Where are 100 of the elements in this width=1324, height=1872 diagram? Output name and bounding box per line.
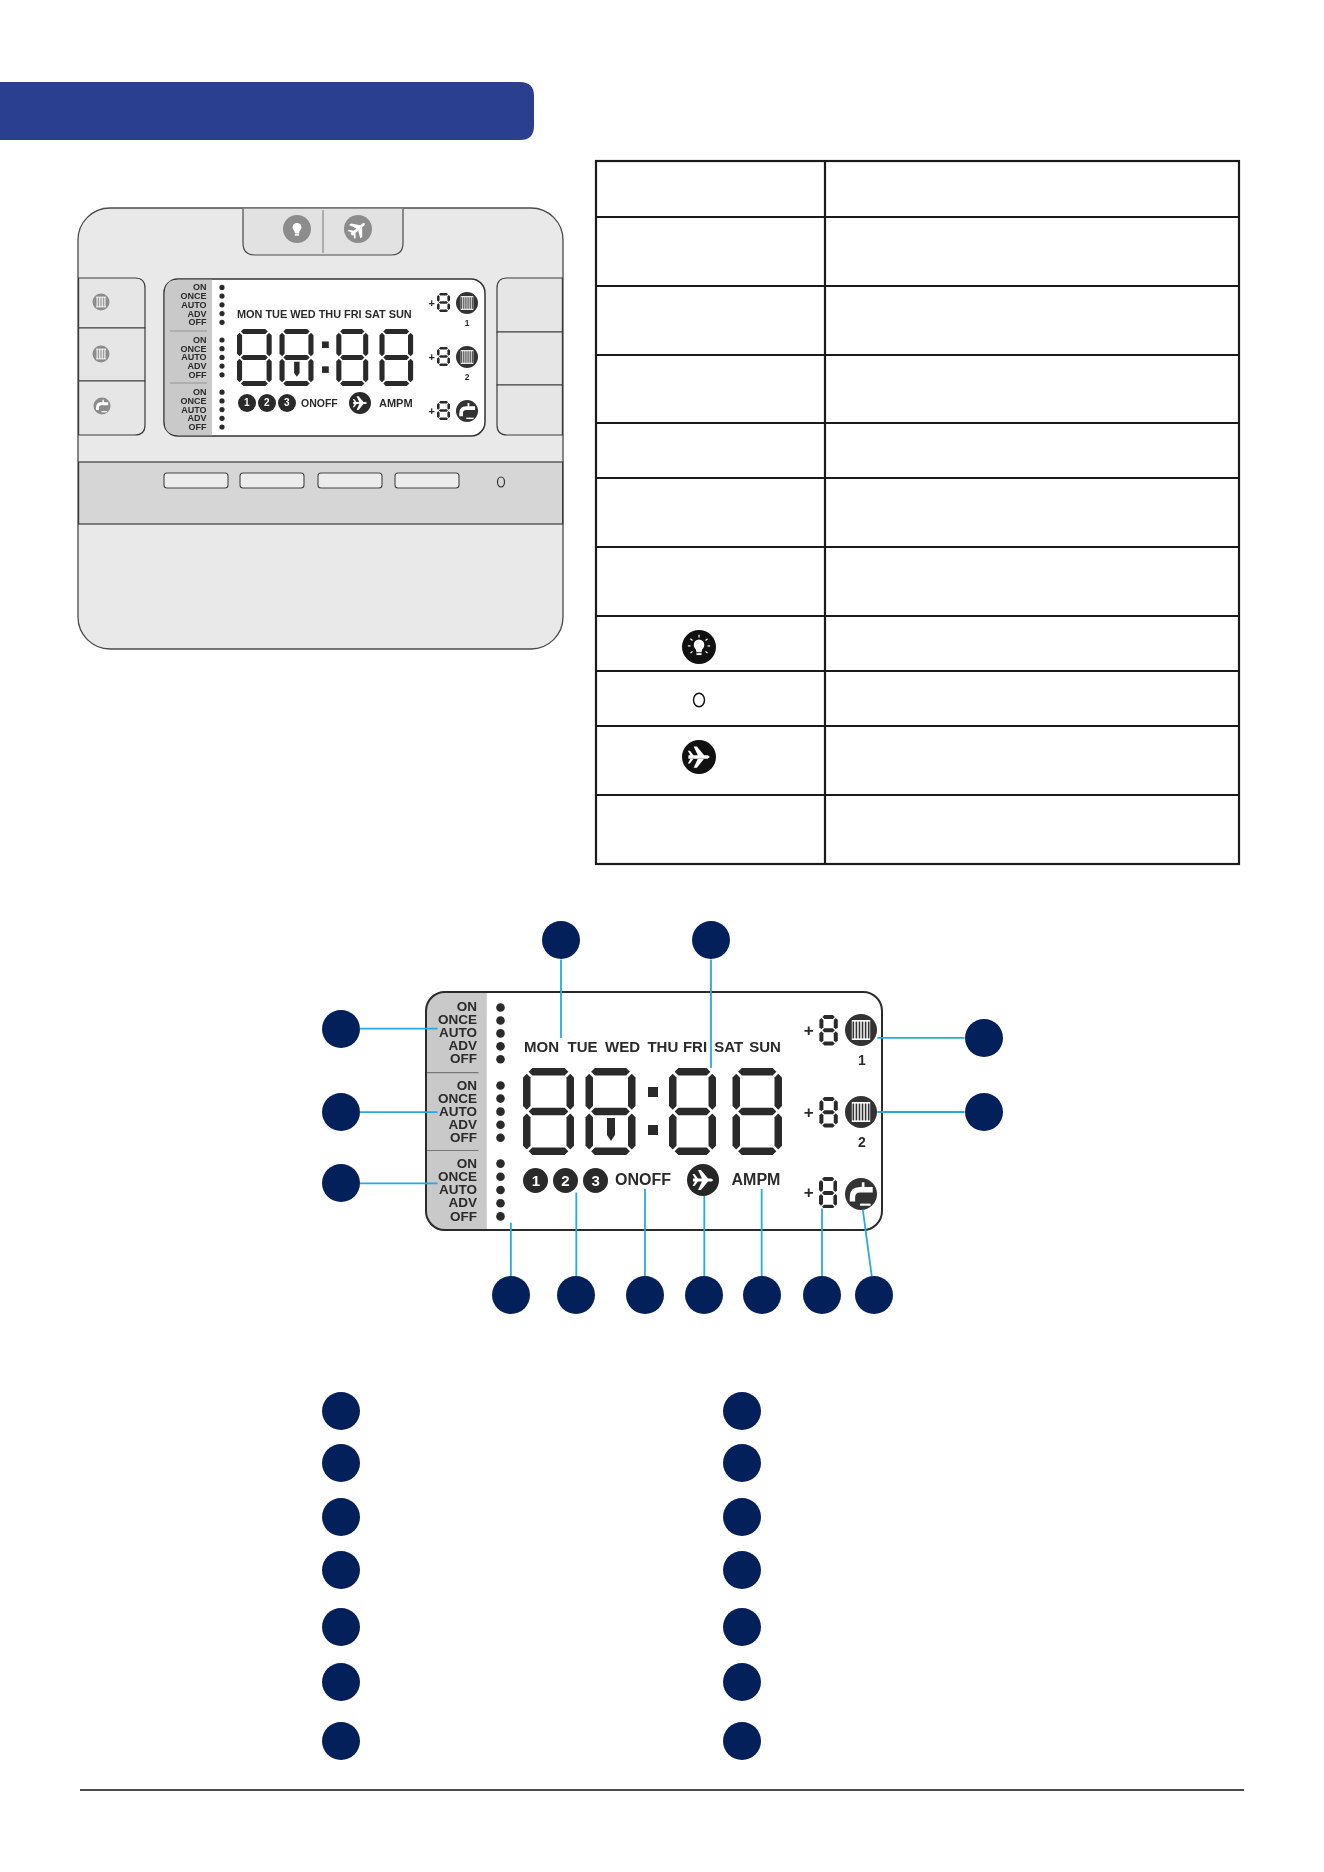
- callout-marker: [322, 1392, 361, 1431]
- mode-label: ADV: [448, 1118, 477, 1132]
- zone-number: 1: [857, 1053, 866, 1068]
- on-off-label: ONOFF: [614, 1171, 672, 1189]
- leader-line: [359, 1111, 439, 1114]
- callout-marker: [685, 1276, 724, 1314]
- leader-line: [359, 1027, 439, 1030]
- mode-label: ON: [456, 1079, 477, 1093]
- plus-sign: +: [428, 351, 435, 363]
- plus-sign: +: [803, 1183, 814, 1201]
- mode-label: ON: [193, 387, 207, 397]
- mode-label: AUTO: [439, 1027, 477, 1041]
- callout-marker: [322, 1721, 361, 1760]
- callout-marker: [964, 1093, 1003, 1131]
- leader-line: [760, 1188, 763, 1277]
- plus-sign: +: [428, 405, 435, 417]
- callout-marker: [322, 1550, 361, 1589]
- on-off-label: ONOFF: [301, 397, 338, 409]
- callout-marker: [322, 1608, 361, 1647]
- callout-marker: [855, 1276, 894, 1314]
- callout-marker: [542, 921, 580, 960]
- leader-line: [560, 958, 562, 1039]
- callout-marker: [723, 1663, 761, 1701]
- weekday-label: SUN: [749, 1038, 781, 1055]
- weekday-label: THU: [647, 1038, 679, 1055]
- callout-marker: [491, 1276, 530, 1314]
- mode-label: ADV: [448, 1040, 477, 1054]
- mode-label: ONCE: [438, 1014, 477, 1028]
- plus-sign: +: [803, 1021, 814, 1039]
- weekday-label: WED: [605, 1038, 640, 1055]
- callout-marker: [321, 1009, 360, 1048]
- mode-label: AUTO: [181, 300, 207, 310]
- mode-label: AUTO: [181, 405, 207, 415]
- leader-line: [861, 1208, 873, 1278]
- weekday-label: TUE: [567, 1038, 598, 1055]
- mode-label: ON: [193, 335, 207, 345]
- mode-label: OFF: [450, 1131, 477, 1145]
- mode-label: ADV: [187, 413, 207, 423]
- callout-marker: [322, 1663, 361, 1701]
- leader-line: [644, 1188, 646, 1277]
- callout-marker: [723, 1444, 761, 1483]
- radiator-icon: [845, 1095, 878, 1128]
- segment-time-display: [522, 1068, 782, 1155]
- mode-label: AUTO: [439, 1105, 477, 1119]
- weekday-label: SAT: [714, 1038, 744, 1055]
- mode-label: AUTO: [181, 352, 207, 362]
- leader-line: [710, 958, 712, 1069]
- mode-label: OFF: [450, 1053, 477, 1067]
- callout-marker: [964, 1018, 1003, 1057]
- leader-line: [821, 1207, 823, 1277]
- tap-icon: [845, 1177, 878, 1210]
- callout-marker: [322, 1498, 361, 1536]
- callout-marker: [803, 1276, 841, 1314]
- callout-marker: [723, 1608, 761, 1647]
- mode-label: ON: [456, 1001, 477, 1015]
- airplane-icon: [686, 1164, 719, 1196]
- callout-marker: [723, 1392, 761, 1431]
- callout-marker: [322, 1444, 361, 1483]
- leader-line: [703, 1195, 706, 1277]
- program-number: 1: [523, 1167, 549, 1193]
- callout-marker: [557, 1276, 596, 1314]
- mode-label: ONCE: [180, 291, 207, 301]
- segment-digit: [818, 1176, 838, 1209]
- am-pm-label: AMPM: [730, 1171, 782, 1189]
- weekday-labels: MON TUE WED THU FRI SAT SUN: [237, 308, 412, 320]
- weekday-label: FRI: [682, 1038, 708, 1055]
- leader-line: [876, 1111, 966, 1113]
- zone-number: 1: [464, 318, 470, 328]
- leader-line: [876, 1036, 966, 1039]
- mode-label: ADV: [187, 309, 207, 319]
- callout-marker: [321, 1093, 360, 1132]
- leader-line: [359, 1182, 439, 1185]
- callout-marker: [321, 1164, 360, 1203]
- radiator-icon: [845, 1013, 878, 1046]
- mode-label: ADV: [187, 361, 207, 371]
- lcd-screen: [425, 991, 883, 1231]
- mode-label: OFF: [450, 1209, 477, 1223]
- callout-marker: [723, 1550, 761, 1589]
- mode-label: ON: [456, 1156, 477, 1170]
- callout-marker: [742, 1276, 781, 1314]
- am-pm-label: AMPM: [379, 397, 413, 409]
- mode-label: ON: [193, 282, 207, 292]
- plus-sign: +: [428, 297, 435, 309]
- plus-sign: +: [803, 1103, 814, 1121]
- zone-number: 2: [464, 372, 470, 382]
- weekday-label: MON: [524, 1038, 559, 1055]
- mode-label: OFF: [188, 370, 207, 380]
- callout-marker: [626, 1276, 664, 1314]
- callout-marker: [692, 921, 730, 960]
- mode-label: ONCE: [438, 1169, 477, 1184]
- leader-line: [575, 1191, 578, 1277]
- leader-line: [510, 1221, 512, 1277]
- mode-label: OFF: [188, 317, 207, 327]
- mode-label: AUTO: [439, 1183, 477, 1197]
- callout-marker: [723, 1721, 761, 1760]
- mode-label: ONCE: [438, 1092, 477, 1106]
- mode-label: ONCE: [180, 344, 207, 354]
- mode-label: ADV: [448, 1196, 477, 1210]
- zone-number: 2: [857, 1135, 866, 1149]
- mode-label: OFF: [188, 422, 207, 432]
